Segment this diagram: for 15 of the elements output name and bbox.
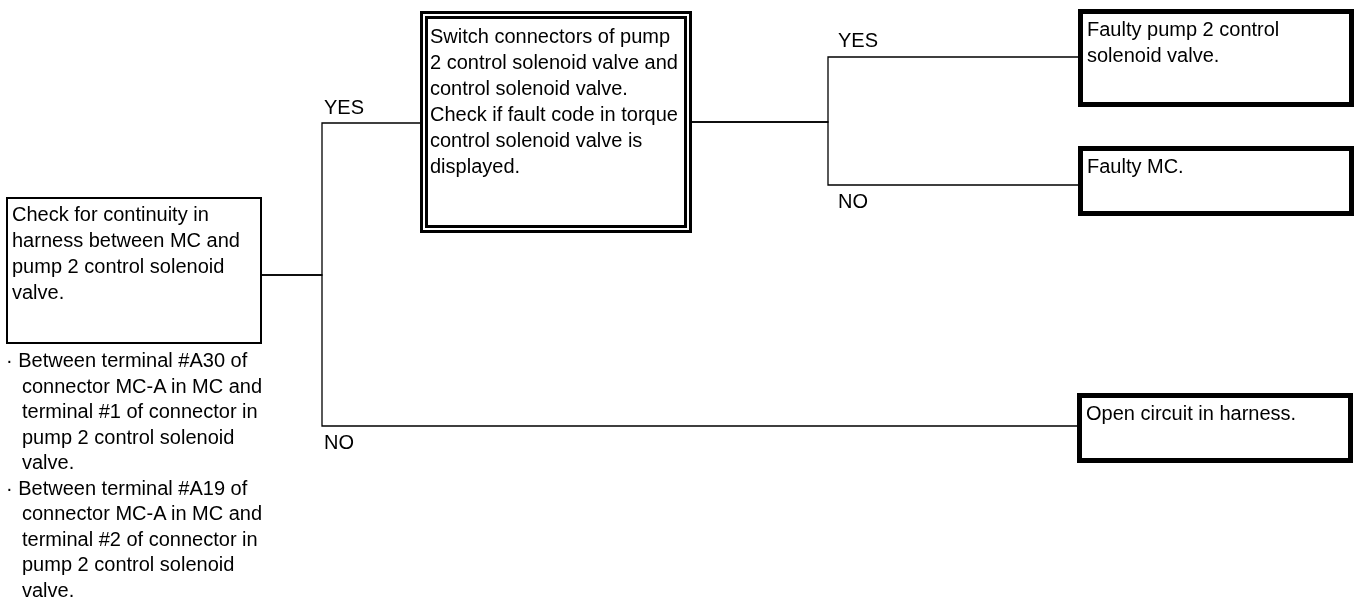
- note-text: · Between terminal #A30 of connector MC-A in MC and terminal #1 of connector in pump 2 control solenoid valve.: [6, 348, 264, 475]
- box-text: Faulty pump 2 control solenoid valve.: [1087, 17, 1281, 68]
- connector-line: [691, 121, 1079, 186]
- box-text: Check if fault code in torque control solenoid valve is displayed.: [430, 102, 679, 179]
- box-text: Faulty MC.: [1087, 154, 1185, 179]
- process-box: [6, 197, 262, 344]
- process-box: [420, 11, 692, 233]
- process-box: [1078, 9, 1354, 107]
- process-box: [1078, 146, 1354, 216]
- note-text: · Between terminal #A19 of connector MC-A in MC and terminal #2 of connector in pump 2 control solenoid valve.: [6, 475, 264, 603]
- box-text: Switch connectors of pump 2 control solenoid valve and control solenoid valve.: [430, 24, 679, 101]
- process-box: [1077, 393, 1353, 463]
- box-text: Check for continuity in harness between MC and pump 2 control solenoid valve.: [12, 202, 241, 305]
- box-text: Open circuit in harness.: [1086, 401, 1298, 426]
- connector-line: [261, 274, 1078, 427]
